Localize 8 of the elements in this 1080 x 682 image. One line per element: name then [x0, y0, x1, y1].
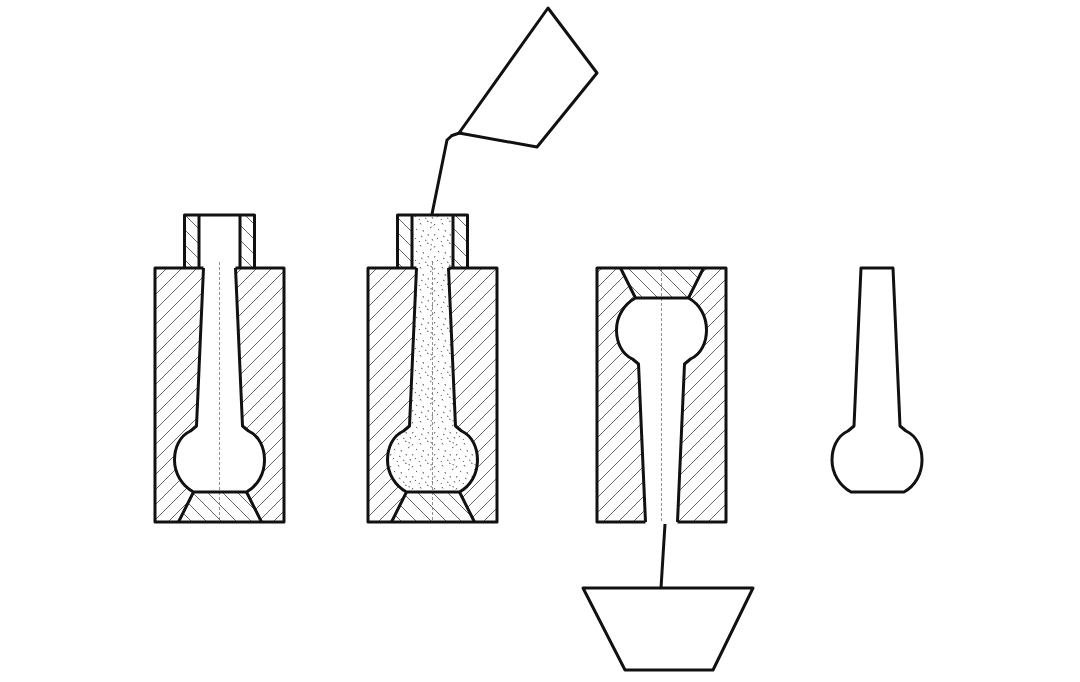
- mold-cross-section: [153, 213, 286, 524]
- liquid-stream: [659, 523, 667, 589]
- collection-vessel: [581, 586, 755, 672]
- casting-shape: [830, 266, 924, 494]
- liquid-stream: [430, 134, 453, 215]
- filled-mold-cross-section: [366, 213, 499, 524]
- inverted-mold-cross-section: [595, 266, 728, 524]
- ladle: [450, 6, 599, 149]
